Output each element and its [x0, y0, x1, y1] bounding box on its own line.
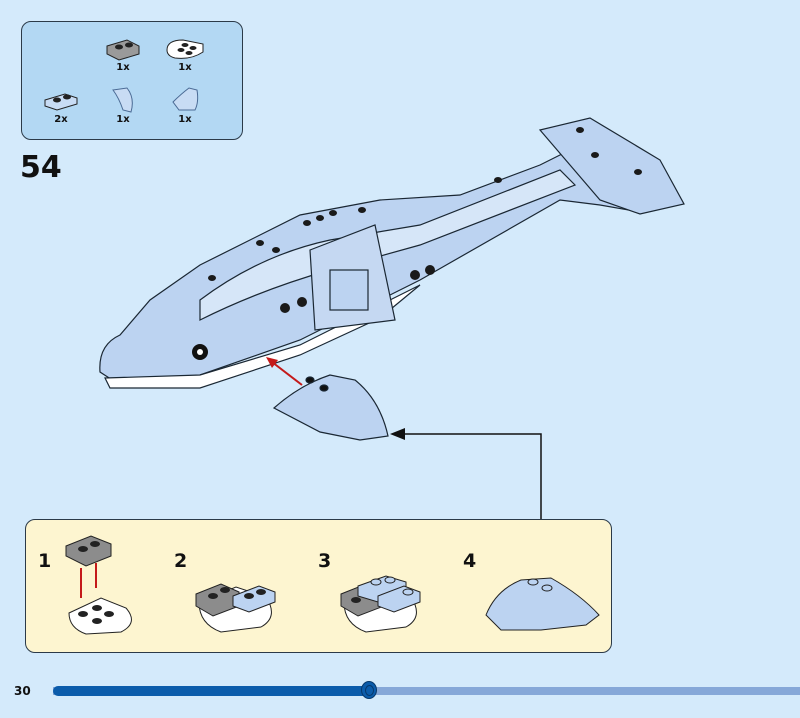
- fin-subassembly: [272, 374, 389, 441]
- gray-clip-plate-icon: [106, 39, 140, 61]
- part-qty: 2x: [54, 114, 68, 125]
- part-gray-clip-plate: 1x: [98, 36, 148, 73]
- part-blue-wedge-left: 1x: [98, 84, 148, 125]
- subassembly-box: 1 2 3 4: [25, 519, 612, 653]
- progress-track: [53, 687, 800, 695]
- substep-3-illustration: [340, 575, 421, 633]
- attach-arrow: [266, 357, 303, 386]
- progress-knob[interactable]: [361, 681, 378, 699]
- substep-1-illustration: [65, 535, 132, 635]
- progress-fill: [53, 686, 371, 696]
- blue-plate-icon: [44, 93, 78, 111]
- parts-list-box: 1x 1x 2x 1x 1x: [21, 21, 243, 140]
- progress-bar[interactable]: [53, 681, 800, 699]
- whale-model-illustration: [99, 117, 685, 519]
- blue-wedge-icon: [172, 87, 199, 111]
- part-qty: 1x: [178, 62, 192, 73]
- part-qty: 1x: [178, 114, 192, 125]
- substep-number: 1: [38, 550, 52, 572]
- part-blue-wedge-right: 1x: [160, 84, 210, 125]
- part-qty: 1x: [116, 114, 130, 125]
- part-qty: 1x: [116, 62, 130, 73]
- callout-arrow: [390, 428, 542, 519]
- substep-number: 4: [463, 550, 477, 572]
- blue-wedge-icon: [112, 87, 133, 113]
- step-number: 54: [20, 150, 62, 185]
- studs: [208, 127, 642, 313]
- substep-2-illustration: [195, 583, 276, 633]
- substep-4-illustration: [485, 577, 600, 631]
- substep-number: 3: [318, 550, 332, 572]
- whale-body: [99, 117, 685, 389]
- part-blue-plate: 2x: [36, 88, 86, 125]
- white-round-plate-icon: [166, 39, 204, 59]
- substep-number: 2: [174, 550, 188, 572]
- page-number: 30: [14, 684, 31, 698]
- part-white-round-plate: 1x: [160, 36, 210, 73]
